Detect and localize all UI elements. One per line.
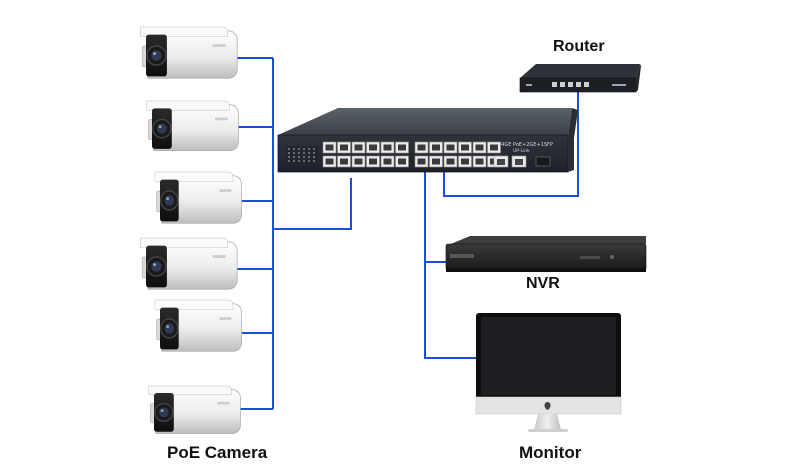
led-indicator: [293, 148, 295, 150]
rj45-port-socket: [340, 144, 348, 151]
poe-switch: 24GE PoE+2GE+1SFP UP-Link: [277, 108, 578, 173]
rj45-port-socket: [475, 158, 484, 165]
monitor-icon: [475, 313, 622, 432]
rj45-port-socket: [417, 144, 426, 151]
led-indicator: [313, 160, 315, 162]
led-indicator: [288, 148, 290, 150]
led-indicator: [308, 152, 310, 154]
router-label: Router: [553, 38, 605, 55]
led-indicator: [293, 156, 295, 158]
rj45-port-socket: [325, 158, 334, 165]
monitor-label: Monitor: [519, 443, 582, 462]
led-indicator: [298, 160, 300, 162]
rj45-port-socket: [490, 144, 498, 151]
led-indicator: [303, 152, 305, 154]
cable-lines: [236, 57, 579, 410]
switch-leds: [286, 146, 318, 164]
poe-camera-5: [154, 299, 243, 353]
router-icon: [519, 64, 641, 93]
rj45-port-socket: [432, 158, 440, 165]
rj45-port-socket: [432, 144, 440, 151]
led-indicator: [313, 148, 315, 150]
rj45-port-socket: [383, 158, 392, 165]
led-indicator: [293, 160, 295, 162]
rj45-port-socket: [446, 144, 455, 151]
rj45-port-socket: [369, 158, 377, 165]
nvr-icon: [445, 236, 647, 272]
rj45-port-socket: [383, 144, 392, 151]
led-indicator: [288, 152, 290, 154]
led-indicator: [288, 160, 290, 162]
rj45-port-socket: [461, 144, 469, 151]
poe-camera-1: [139, 26, 238, 80]
rj45-port-socket: [446, 158, 455, 165]
rj45-port-socket: [417, 158, 426, 165]
nvr-label: NVR: [526, 275, 560, 292]
led-indicator: [303, 148, 305, 150]
poe-camera-2: [145, 100, 240, 152]
led-indicator: [308, 148, 310, 150]
led-indicator: [293, 152, 295, 154]
led-indicator: [303, 160, 305, 162]
led-indicator: [298, 152, 300, 154]
led-indicator: [308, 160, 310, 162]
led-indicator: [298, 148, 300, 150]
rj45-port-socket: [354, 158, 363, 165]
led-indicator: [313, 156, 315, 158]
rj45-port-socket: [369, 144, 377, 151]
apple-logo-icon: [544, 402, 551, 410]
poe-camera-6: [147, 385, 242, 435]
led-indicator: [288, 156, 290, 158]
rj45-port-socket: [354, 144, 363, 151]
switch-model-text: 24GE PoE+2GE+1SFP: [498, 142, 553, 148]
rj45-port-socket: [475, 144, 484, 151]
rj45-port-socket: [398, 144, 406, 151]
rj45-port-socket: [340, 158, 348, 165]
led-indicator: [313, 152, 315, 154]
rj45-port-socket: [398, 158, 406, 165]
switch-ports: [322, 141, 501, 168]
poe-camera-label: PoE Camera: [167, 443, 268, 462]
poe-camera-4: [139, 237, 238, 291]
rj45-port-socket: [461, 158, 469, 165]
led-indicator: [303, 156, 305, 158]
uplink-ports: [493, 155, 551, 168]
poe-camera-3: [154, 171, 243, 225]
switch-uplink-text: UP-Link: [513, 148, 530, 154]
rj45-port-socket: [325, 144, 334, 151]
led-indicator: [298, 156, 300, 158]
led-indicator: [308, 156, 310, 158]
